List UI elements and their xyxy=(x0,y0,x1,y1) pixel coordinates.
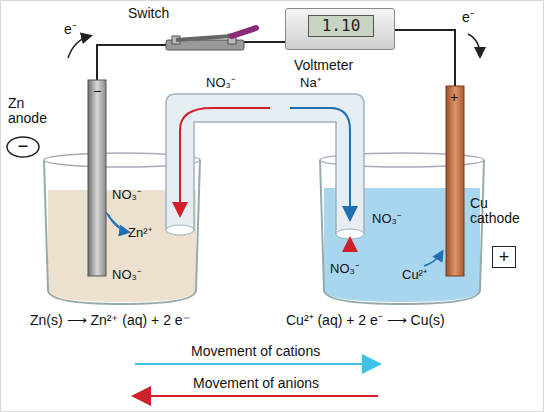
ion-label: Na⁺ xyxy=(300,76,321,90)
cation-arrow xyxy=(135,363,378,365)
voltmeter: 1.10Voltmeter xyxy=(285,8,395,50)
ion-label: NO₃⁻ xyxy=(372,212,401,226)
electron-label: e⁻ xyxy=(462,10,475,25)
half-reaction: Cu²⁺ (aq) + 2 e⁻ ⟶ Cu(s) xyxy=(286,313,445,328)
cathode-sign: + xyxy=(492,246,516,268)
ion-label: NO₃⁻ xyxy=(330,262,359,276)
electrode-label: Cu cathode xyxy=(470,196,532,227)
polarity-sign: − xyxy=(93,84,101,99)
electrode-label: Zn anode xyxy=(8,96,52,127)
ion-label: Cu²⁺ xyxy=(402,268,427,282)
switch-label: Switch xyxy=(128,6,169,21)
anion-arrow xyxy=(135,395,378,397)
ion-label: Zn²⁺ xyxy=(128,226,152,240)
ion-label: NO₃⁻ xyxy=(112,268,141,282)
meter-label: Voltmeter xyxy=(294,57,353,73)
anode-sign: − xyxy=(6,136,40,158)
ion-label: NO₃⁻ xyxy=(206,76,235,90)
sign-text: + xyxy=(493,248,515,266)
polarity-sign: + xyxy=(450,90,458,105)
ion-label: NO₃⁻ xyxy=(112,188,141,202)
legend-text: Movement of anions xyxy=(193,376,319,391)
sign-text: − xyxy=(6,137,40,155)
half-reaction: Zn(s) ⟶ Zn²⁺ (aq) + 2 e⁻ xyxy=(30,313,190,328)
legend-text: Movement of cations xyxy=(191,344,320,359)
meter-display: 1.10 xyxy=(308,15,374,37)
electron-label: e⁻ xyxy=(64,22,77,37)
